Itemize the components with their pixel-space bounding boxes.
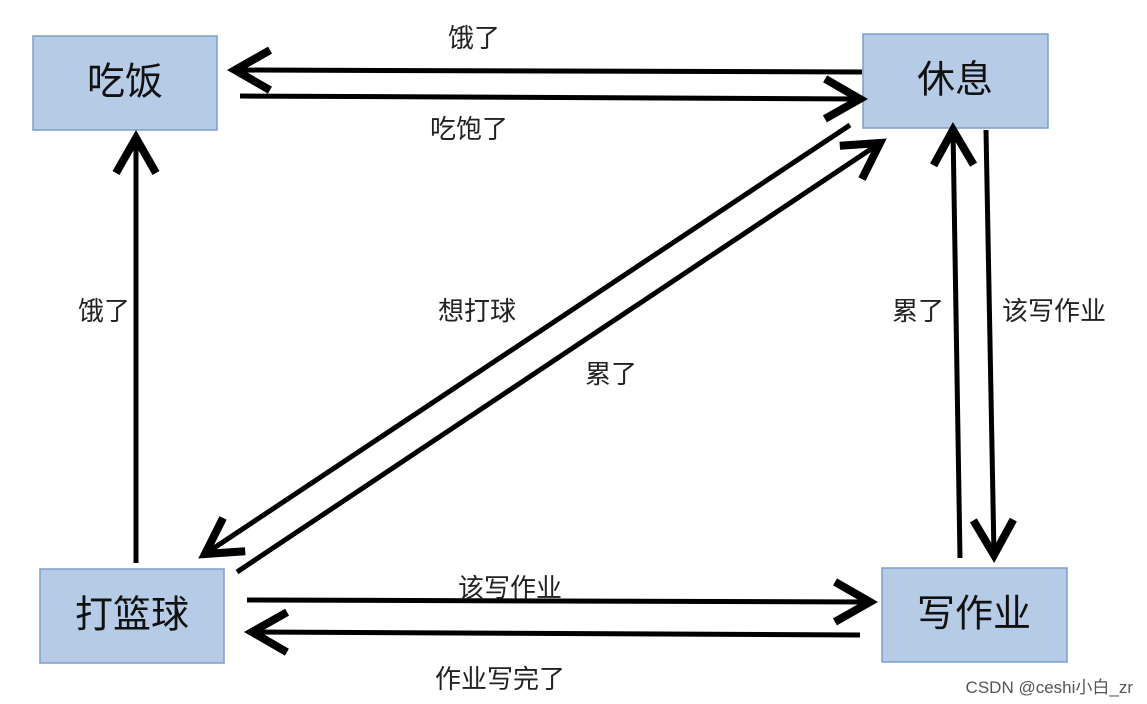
node-basketball-label: 打篮球 xyxy=(75,593,189,637)
edge-label-rest-to-basketball: 想打球 xyxy=(438,297,516,327)
watermark: CSDN @ceshi小白_zr xyxy=(965,678,1133,697)
node-rest: 休息 xyxy=(862,33,1049,129)
node-homework: 写作业 xyxy=(881,567,1068,663)
edge-eat-to-rest xyxy=(239,75,869,123)
edge-label-rest-to-homework: 该写作业 xyxy=(1002,297,1106,327)
node-eat: 吃饭 xyxy=(32,35,218,131)
edge-label-homework-to-basketball: 作业写完了 xyxy=(435,665,565,695)
node-rest-label: 休息 xyxy=(917,58,993,102)
node-eat-box xyxy=(32,35,218,131)
edge-homework-to-rest xyxy=(930,121,978,559)
node-eat-label: 吃饭 xyxy=(87,60,163,104)
node-basketball-box xyxy=(39,568,225,664)
edge-label-eat-to-rest: 吃饱了 xyxy=(430,115,508,145)
edge-label-basketball-to-rest: 累了 xyxy=(585,360,637,390)
edge-rest-to-basketball xyxy=(198,122,852,559)
node-homework-label: 写作业 xyxy=(917,592,1031,636)
node-basketball: 打篮球 xyxy=(39,568,225,664)
node-homework-box xyxy=(881,567,1068,663)
edge-rest-to-eat xyxy=(226,46,863,94)
edge-rest-to-homework xyxy=(969,129,1017,564)
edge-label-basketball-to-eat: 饿了 xyxy=(78,297,130,327)
edge-label-basketball-to-homework: 该写作业 xyxy=(458,574,562,604)
node-rest-box xyxy=(862,33,1049,129)
edge-label-homework-to-rest: 累了 xyxy=(892,297,944,327)
edge-label-rest-to-eat: 饿了 xyxy=(448,24,500,54)
edge-basketball-to-rest xyxy=(235,138,887,575)
edge-basketball-to-homework xyxy=(246,578,879,626)
edge-homework-to-basketball xyxy=(243,608,861,656)
